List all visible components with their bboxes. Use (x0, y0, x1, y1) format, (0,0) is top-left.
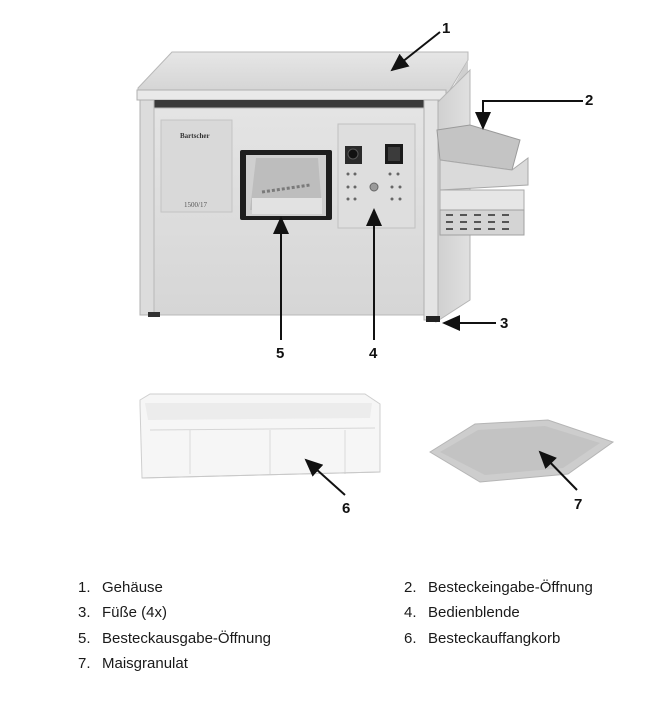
callout-number-7: 7 (574, 496, 583, 513)
cutlery-input-tray (436, 124, 529, 236)
callout-number-1: 1 (442, 20, 451, 37)
callout-number-4: 4 (369, 345, 378, 362)
legend-label: Bedienblende (428, 604, 520, 621)
corn-granulate-bag (429, 419, 615, 483)
callout-number-6: 6 (342, 500, 351, 517)
callout-number-3: 3 (500, 315, 509, 332)
housing-top (136, 51, 469, 106)
legend-number: 5. (78, 630, 91, 647)
legend-label: Besteckeingabe-Öffnung (428, 579, 593, 596)
legend-number: 2. (404, 579, 417, 596)
legend-label: Füße (4x) (102, 604, 168, 621)
control-panel (337, 123, 416, 229)
callout-number-5: 5 (276, 345, 285, 362)
legend-item-5: 5. Besteckausgabe-Öffnung (78, 630, 271, 647)
legend-label: Gehäuse (102, 579, 163, 596)
legend-item-1: 1. Gehäuse (78, 579, 163, 596)
legend-number: 1. (78, 579, 91, 596)
cutlery-output-opening (240, 150, 332, 220)
callout-number-2: 2 (585, 92, 594, 109)
cutlery-polisher-illustration (136, 31, 615, 496)
legend-number: 6. (404, 630, 417, 647)
foot-right (426, 316, 440, 322)
model-label: 1500/17 (184, 201, 207, 209)
legend-label: Maisgranulat (102, 655, 188, 672)
legend-number: 3. (78, 604, 91, 621)
legend-label: Besteckauffangkorb (428, 630, 561, 647)
legend-item-6: 6. Besteckauffangkorb (404, 630, 560, 647)
cutlery-collection-box (139, 393, 381, 479)
callout-lines (273, 31, 583, 496)
legend-label: Besteckausgabe-Öffnung (102, 630, 272, 647)
legend-item-2: 2. Besteckeingabe-Öffnung (404, 579, 593, 596)
legend-item-7: 7. Maisgranulat (78, 655, 188, 672)
legend-item-4: 4. Bedienblende (404, 604, 520, 621)
legend-number: 7. (78, 655, 91, 672)
lid-gap (152, 100, 434, 110)
legend-number: 4. (404, 604, 417, 621)
foot-left (148, 312, 160, 317)
label-plate (160, 119, 233, 213)
legend-item-3: 3. Füße (4x) (78, 604, 167, 621)
brand-label: Bartscher (180, 132, 210, 140)
